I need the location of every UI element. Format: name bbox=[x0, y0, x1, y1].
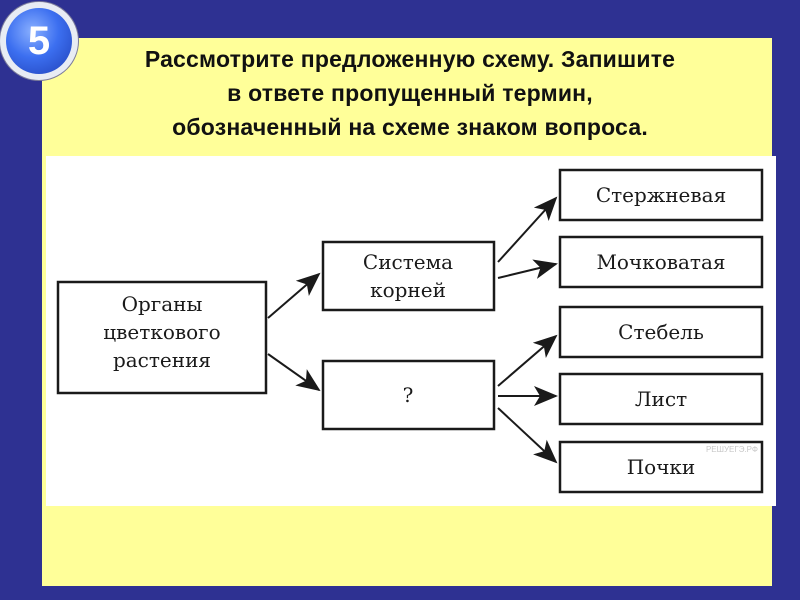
node-root-system-line-2: корней bbox=[370, 278, 446, 302]
node-buds: Почки bbox=[558, 440, 764, 494]
task-text: Рассмотрите предложенную схему. Запишите… bbox=[60, 42, 760, 144]
node-taproot-label: Стержневая bbox=[596, 183, 726, 207]
node-leaf-label: Лист bbox=[635, 387, 687, 411]
node-question-label: ? bbox=[403, 383, 414, 407]
task-line-2: в ответе пропущенный термин, bbox=[227, 80, 593, 106]
node-stem: Стебель bbox=[558, 305, 764, 359]
arrow-organs-to-question bbox=[267, 353, 321, 392]
node-organs-line-3: растения bbox=[113, 348, 211, 372]
arrow-question-to-stem bbox=[497, 334, 558, 387]
arrow-question-to-buds bbox=[497, 407, 558, 464]
node-organs-line-1: Органы bbox=[122, 292, 203, 316]
node-root-system: Система корней bbox=[321, 240, 496, 312]
node-fibrous: Мочковатая bbox=[558, 235, 764, 289]
scheme-svg: Органы цветкового растения Система корне… bbox=[56, 168, 764, 494]
scheme-diagram: Органы цветкового растения Система корне… bbox=[46, 156, 776, 506]
node-stem-label: Стебель bbox=[618, 320, 704, 344]
arrow-organs-to-roots bbox=[267, 272, 321, 319]
node-root-system-line-1: Система bbox=[363, 250, 453, 274]
node-leaf: Лист bbox=[558, 372, 764, 426]
task-line-3: обозначенный на схеме знаком вопроса. bbox=[172, 114, 648, 140]
task-number: 5 bbox=[6, 8, 72, 74]
node-organs-line-2: цветкового bbox=[103, 320, 220, 344]
node-question: ? bbox=[321, 359, 496, 431]
task-number-badge: 5 bbox=[0, 2, 78, 80]
node-taproot: Стержневая bbox=[558, 168, 764, 222]
watermark: РЕШУЕГЭ.РФ bbox=[706, 445, 758, 454]
arrow-roots-to-fibrous bbox=[497, 259, 558, 279]
task-line-1: Рассмотрите предложенную схему. Запишите bbox=[144, 46, 676, 72]
arrow-roots-to-taproot bbox=[497, 196, 558, 263]
node-organs: Органы цветкового растения bbox=[56, 280, 268, 395]
node-buds-label: Почки bbox=[627, 455, 696, 479]
node-fibrous-label: Мочковатая bbox=[596, 250, 725, 274]
